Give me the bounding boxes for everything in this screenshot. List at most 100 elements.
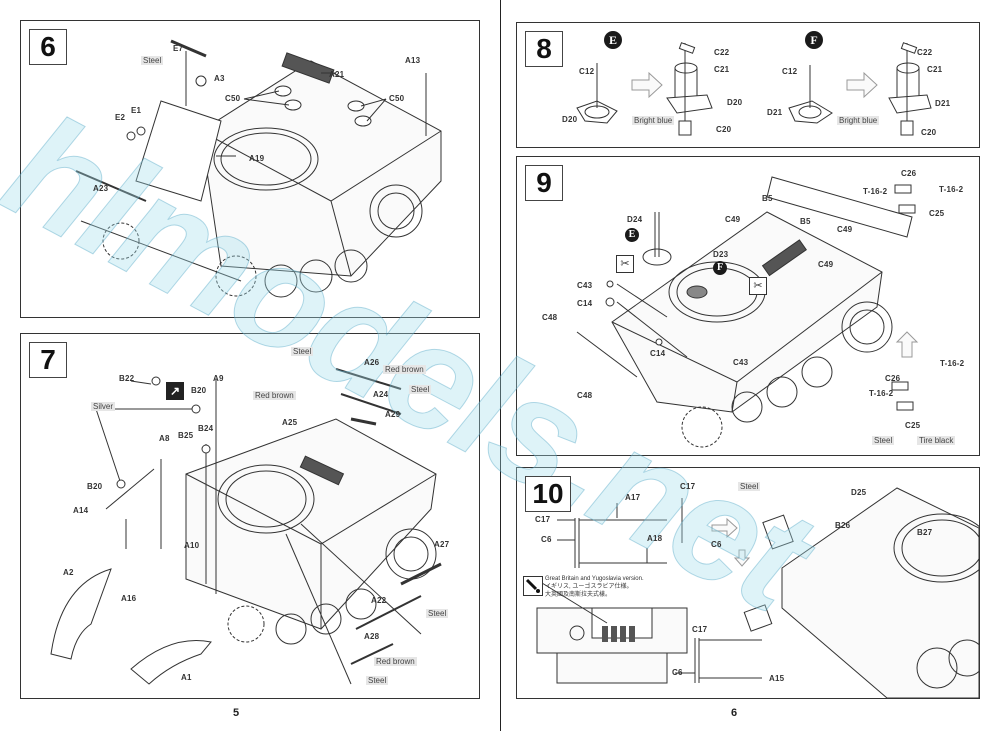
part-label: E7 — [173, 44, 184, 53]
part-label: C22 — [917, 48, 933, 57]
step-9-diagram — [576, 176, 919, 448]
scissors-icon: ✂ — [616, 255, 634, 273]
part-label: B20 — [87, 482, 103, 491]
part-label: C48 — [542, 313, 558, 322]
step-6-panel: 6 — [20, 20, 480, 318]
variant-f-badge: F — [805, 31, 823, 49]
part-label: T-16-2 — [939, 185, 964, 194]
part-label: D20 — [562, 115, 578, 124]
step-10-diagram — [536, 487, 979, 698]
part-label: A15 — [769, 674, 785, 683]
part-label: A27 — [434, 540, 450, 549]
paint-label: Steel — [366, 676, 389, 685]
step-number: 7 — [29, 342, 67, 378]
version-note-cn: 大英國及南斯拉夫式樣。 — [545, 592, 612, 598]
part-label: C17 — [535, 515, 551, 524]
step-8-panel: 8 — [516, 22, 980, 148]
part-label: E1 — [131, 106, 142, 115]
part-label: C14 — [650, 349, 666, 358]
scissors-icon: ✂ — [749, 277, 767, 295]
part-label: C20 — [716, 125, 732, 134]
part-label: A18 — [647, 534, 663, 543]
part-label: B20 — [191, 386, 207, 395]
page-divider — [500, 0, 501, 731]
paint-label: Bright blue — [632, 116, 675, 125]
step-7-panel: 7 — [20, 333, 480, 699]
page-right: 8 — [502, 0, 1000, 731]
part-label: C26 — [901, 169, 917, 178]
part-label: D21 — [767, 108, 783, 117]
part-label: A29 — [385, 410, 401, 419]
part-label: A24 — [373, 390, 389, 399]
part-label: A16 — [121, 594, 137, 603]
part-label: A23 — [93, 184, 109, 193]
page-number: 6 — [731, 707, 738, 719]
part-label: C49 — [818, 260, 834, 269]
step-number: 6 — [29, 29, 67, 65]
part-label: B5 — [762, 194, 773, 203]
version-note: Great Britain and Yugoslavia version. イギ… — [545, 575, 644, 599]
part-label: D21 — [935, 99, 951, 108]
paint-label: Red brown — [374, 657, 417, 666]
part-label: C14 — [577, 299, 593, 308]
step-7-diagram — [50, 368, 442, 685]
step-number: 8 — [525, 31, 563, 67]
part-label: D25 — [851, 488, 867, 497]
step-number: 9 — [525, 165, 563, 201]
part-label: C50 — [225, 94, 241, 103]
part-label: B24 — [198, 424, 214, 433]
part-label: C21 — [927, 65, 943, 74]
part-label: E2 — [115, 113, 126, 122]
paint-label: Steel — [141, 56, 164, 65]
part-label: C50 — [389, 94, 405, 103]
part-label: A13 — [405, 56, 421, 65]
step-9-panel: 9 — [516, 156, 980, 456]
part-label: A22 — [371, 596, 387, 605]
paint-label: Red brown — [383, 365, 426, 374]
paint-label: Bright blue — [837, 116, 880, 125]
part-label: C17 — [680, 482, 696, 491]
step-8-diagram — [576, 42, 932, 136]
variant-e-badge: E — [604, 31, 622, 49]
part-label: B27 — [917, 528, 933, 537]
part-label: D20 — [727, 98, 743, 107]
variant-e-badge: E — [625, 228, 639, 242]
part-label: C6 — [672, 668, 683, 677]
paint-label: Steel — [738, 482, 761, 491]
part-label: C49 — [837, 225, 853, 234]
part-label: A21 — [329, 70, 345, 79]
part-label: A3 — [214, 74, 225, 83]
part-label: A8 — [159, 434, 170, 443]
part-label: A26 — [364, 358, 380, 367]
part-label: A25 — [282, 418, 298, 427]
paint-label: Tire black — [917, 436, 956, 445]
page-left: 6 — [20, 20, 480, 719]
part-label: C22 — [714, 48, 730, 57]
paint-label: Silver — [91, 402, 116, 411]
part-label: B26 — [835, 521, 851, 530]
paint-label: Steel — [872, 436, 895, 445]
version-note-en: Great Britain and Yugoslavia version. — [545, 576, 644, 582]
part-label: B25 — [178, 431, 194, 440]
part-label: C26 — [885, 374, 901, 383]
part-label: C49 — [725, 215, 741, 224]
part-label: C25 — [905, 421, 921, 430]
paint-label: Red brown — [253, 391, 296, 400]
step-10-panel: 10 — [516, 467, 980, 699]
part-label: T-16-2 — [940, 359, 965, 368]
paint-label: Steel — [291, 347, 314, 356]
part-label: D23 — [713, 250, 729, 259]
part-label: C21 — [714, 65, 730, 74]
part-label: A17 — [625, 493, 641, 502]
part-label: T-16-2 — [863, 187, 888, 196]
part-label: C48 — [577, 391, 593, 400]
part-label: C17 — [692, 625, 708, 634]
page-number: 5 — [233, 707, 240, 719]
step-number: 10 — [525, 476, 571, 512]
part-label: C43 — [733, 358, 749, 367]
part-label: D24 — [627, 215, 643, 224]
step-6-diagram — [75, 39, 442, 298]
part-label: A1 — [181, 673, 192, 682]
part-label: A9 — [213, 374, 224, 383]
part-label: A14 — [73, 506, 89, 515]
